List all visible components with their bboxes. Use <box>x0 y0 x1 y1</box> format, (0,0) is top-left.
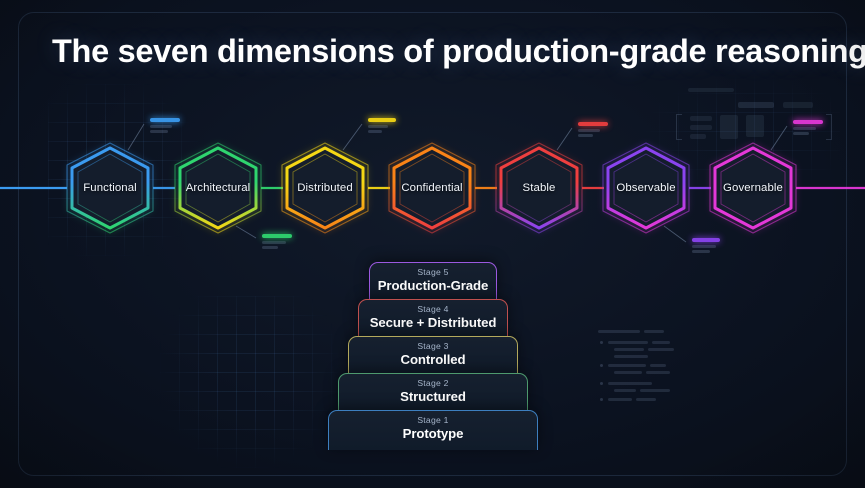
callout-architectural <box>262 234 292 252</box>
callout-dim-line <box>262 240 286 244</box>
callout-dim-line <box>578 134 593 137</box>
hex-label-governable[interactable]: Governable <box>723 182 783 194</box>
stage-number: Stage 3 <box>417 341 449 351</box>
callout-dim-line <box>150 124 172 128</box>
callout-observable <box>692 238 720 256</box>
stage-name: Production-Grade <box>377 278 489 294</box>
stage-name: Controlled <box>400 352 466 368</box>
callout-dim-line <box>578 128 600 132</box>
callout-dim-line <box>793 132 809 135</box>
stage-name: Structured <box>400 389 466 405</box>
stage-number: Stage 4 <box>417 304 449 314</box>
hex-label-distributed[interactable]: Distributed <box>297 182 353 194</box>
hex-label-observable[interactable]: Observable <box>616 182 676 194</box>
callout-dim-line <box>262 246 278 249</box>
callout-stable <box>578 122 608 140</box>
callout-dim-line <box>793 126 816 130</box>
stage-name: Secure + Distributed <box>369 315 497 331</box>
callout-functional <box>150 118 180 136</box>
callout-dim-line <box>150 130 168 133</box>
hex-label-stable[interactable]: Stable <box>522 182 556 194</box>
stage-name: Prototype <box>402 426 464 442</box>
callout-governable <box>793 120 823 138</box>
callout-accent-bar <box>692 238 720 242</box>
callout-dim-line <box>368 130 382 133</box>
callout-accent-bar <box>578 122 608 126</box>
callout-distributed <box>368 118 396 136</box>
hex-label-architectural[interactable]: Architectural <box>185 182 251 194</box>
callout-dim-line <box>368 124 388 128</box>
decorative-panel-mockup <box>668 88 840 150</box>
callout-accent-bar <box>262 234 292 238</box>
hex-label-functional[interactable]: Functional <box>83 182 137 194</box>
dimension-hexagon-labels: Functional Architectural Distributed Confid… <box>83 182 783 194</box>
hex-label-confidential[interactable]: Confidential <box>401 182 463 194</box>
callout-accent-bar <box>150 118 180 122</box>
stage-number: Stage 5 <box>417 267 449 277</box>
callout-accent-bar <box>368 118 396 122</box>
stage-number: Stage 2 <box>417 378 449 388</box>
callout-accent-bar <box>793 120 823 124</box>
stage-number: Stage 1 <box>417 415 449 425</box>
callout-dim-line <box>692 244 716 248</box>
callout-dim-line <box>692 250 710 253</box>
